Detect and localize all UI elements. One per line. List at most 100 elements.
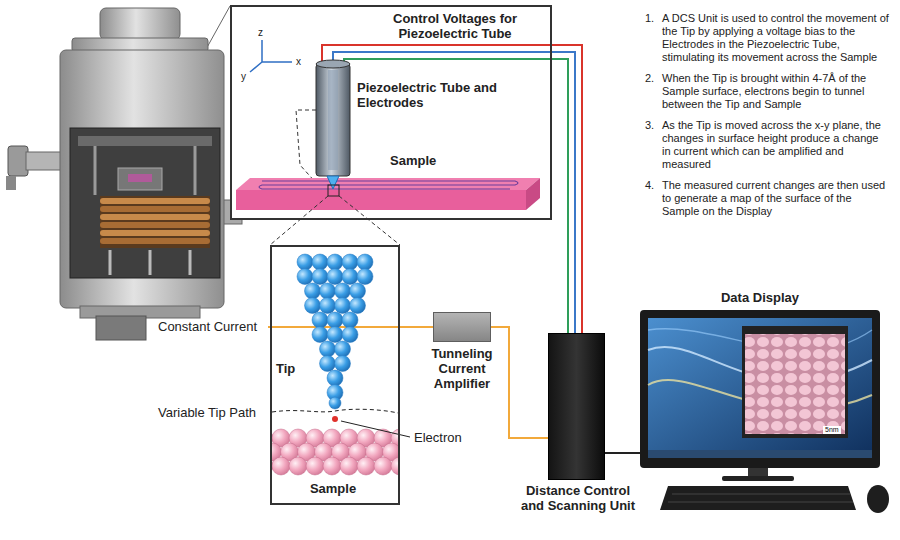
- scanner-inset-part: [236, 178, 540, 190]
- stm-instrument: [6, 6, 242, 340]
- monitor-screen: [640, 310, 880, 468]
- sample-atoms-part: [340, 457, 358, 475]
- tip-atoms-part: [305, 298, 321, 314]
- control-wire: [552, 45, 582, 333]
- stm-instrument-part: [100, 196, 210, 248]
- stm-instrument-part: [100, 214, 210, 220]
- scanner-inset-part: [344, 59, 552, 64]
- tip-atoms-part: [320, 356, 336, 372]
- scanner-inset-part: [328, 70, 338, 170]
- sample-atoms-part: [272, 457, 290, 475]
- axis-label: z: [258, 27, 263, 38]
- scanner-inset-part: [230, 5, 552, 220]
- callout-number: 3.: [645, 119, 654, 132]
- tip-atoms-part: [320, 283, 336, 299]
- stm-instrument-part: [95, 146, 195, 195]
- tip-atoms-part: [327, 254, 343, 270]
- stm-instrument-part: [100, 230, 210, 236]
- scanner-inset-part: [259, 181, 518, 189]
- sample-atoms: [272, 429, 398, 475]
- tip-atoms-part: [312, 327, 328, 343]
- inset-heading: Control Voltages for Piezoelectric Tube: [370, 11, 540, 41]
- scanner-inset-part: [270, 196, 400, 245]
- computer-part: [748, 468, 768, 477]
- tip-atoms-part: [312, 254, 328, 270]
- tip-atoms-part: [297, 254, 313, 270]
- computer-part: [722, 476, 794, 481]
- computer-part: [648, 318, 872, 458]
- control-unit: Distance Control and Scanning Unit: [513, 333, 643, 515]
- sample-atoms-part: [391, 457, 398, 475]
- part-label: Tip: [276, 361, 295, 376]
- current-wire: [491, 327, 548, 438]
- sample-atoms-part: [323, 457, 341, 475]
- scanner-inset-part: [316, 60, 350, 68]
- tip-atoms-part: [327, 370, 343, 386]
- particle-label: Electron: [414, 430, 462, 445]
- computer-part: [640, 310, 880, 468]
- step-note: The measured current changes are then us…: [662, 179, 890, 218]
- tip-atoms-part: [342, 269, 358, 285]
- tip-atoms-part: [342, 254, 358, 270]
- callout-number: 2.: [645, 72, 654, 85]
- tip-atoms-part: [357, 269, 373, 285]
- callout-number: 1.: [645, 12, 654, 25]
- tip-atoms-part: [312, 312, 328, 328]
- current-wire: [400, 326, 433, 328]
- tip-inset-part: [332, 416, 338, 422]
- part-label: Piezoelectric Tube and Electrodes: [357, 80, 502, 110]
- stm-instrument-part: [8, 146, 28, 176]
- tip-atoms-part: [335, 341, 351, 357]
- tip-atoms-part: [335, 283, 351, 299]
- tip-atoms-part: [350, 283, 366, 299]
- scanner-inset-part: [250, 40, 292, 72]
- scanner-inset: [230, 5, 552, 245]
- amplifier-box: [433, 312, 491, 342]
- tip-atoms-part: [329, 397, 341, 409]
- tip-atoms-part: [305, 283, 321, 299]
- tip-atoms-part: [320, 298, 336, 314]
- stm-instrument-part: [6, 176, 16, 190]
- path-label: Variable Tip Path: [158, 405, 256, 420]
- tip-atoms-part: [350, 298, 366, 314]
- scanner-inset: Control Voltages for Piezoelectric TubeP…: [230, 5, 552, 222]
- tip-inset: [255, 245, 418, 505]
- tip-atoms-part: [342, 327, 358, 343]
- scanner-inset-part: [296, 110, 318, 185]
- sample-atoms-part: [374, 457, 392, 475]
- tip-atoms-part: [327, 312, 343, 328]
- computer-part: [745, 334, 845, 434]
- axis-label: x: [296, 56, 301, 67]
- scanner-inset-part: [322, 45, 552, 64]
- tip-atoms-part: [342, 312, 358, 328]
- scanner-inset-part: [333, 52, 552, 64]
- sample-atoms-part: [306, 457, 324, 475]
- display-unit: Data Display: [640, 290, 880, 470]
- computer-part: [668, 494, 853, 502]
- stm-instrument-part: [100, 8, 180, 40]
- scanner-inset-part: [236, 190, 526, 210]
- stm-instrument-part: [70, 128, 220, 278]
- stm-instrument-part: [96, 316, 146, 340]
- step-note: When the Tip is brought within 4-7Å of t…: [662, 72, 890, 111]
- tip-atoms-part: [297, 269, 313, 285]
- display-cable: [605, 452, 640, 454]
- control-wire: [552, 59, 568, 333]
- tip-atoms: [297, 254, 373, 409]
- tip-atoms-part: [312, 269, 328, 285]
- part-label: Sample: [390, 153, 436, 168]
- tip-inset-part: [272, 409, 398, 413]
- stm-instrument-part: [78, 136, 212, 146]
- stm-instrument-part: [110, 250, 190, 275]
- signal-label: Constant Current: [158, 319, 257, 334]
- tip-atoms-part: [357, 254, 373, 270]
- stm-instrument-part: [128, 174, 152, 182]
- control-wire: [552, 52, 575, 333]
- scale-label: 5nm: [823, 426, 841, 434]
- scanner-inset-part: [328, 185, 339, 196]
- computer: [640, 310, 889, 513]
- callout-number: 4.: [645, 179, 654, 192]
- computer-part: [867, 485, 889, 513]
- scanner-inset-part: [316, 64, 350, 176]
